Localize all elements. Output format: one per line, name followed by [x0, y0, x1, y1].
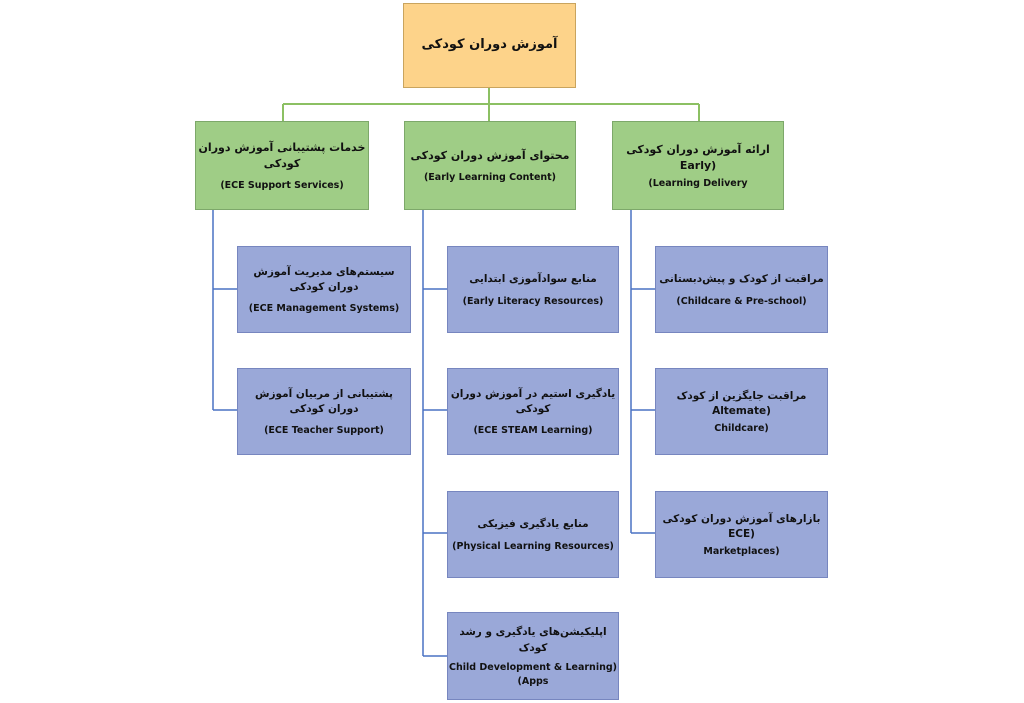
node-label-en: Childcare) [714, 423, 769, 435]
node-label-fa: پشتیبانی از مربیان آموزش دوران کودکی [255, 387, 393, 415]
node-label-fa: منابع یادگیری فیزیکی [477, 518, 589, 531]
node-label-en: (Early Literacy Resources) [462, 295, 604, 307]
node-ece-teacher-support: پشتیبانی از مربیان آموزش دوران کودکی (EC… [237, 368, 411, 455]
node-label-en: (Learning Delivery [648, 177, 748, 189]
node-label-en: (Early Learning Content) [423, 171, 557, 183]
node-label-fa: بازارهای آموزش دوران کودکی (ECE [662, 512, 821, 540]
node-early-learning-content: محتوای آموزش دوران کودکی (Early Learning… [404, 121, 576, 210]
node-label-fa: مراقبت جایگزین از کودک (Altemate [676, 389, 807, 417]
node-label-en: (ECE Teacher Support) [264, 425, 384, 437]
root-node: آموزش دوران کودکی [403, 3, 576, 88]
node-label-fa: خدمات پشتیبانی آموزش دوران کودکی [198, 141, 366, 170]
node-label-fa: یادگیری استیم در آموزش دوران کودکی [450, 387, 616, 415]
node-physical-learning-resources: منابع یادگیری فیزیکی (Physical Learning … [447, 491, 619, 578]
node-ece-marketplaces: بازارهای آموزش دوران کودکی (ECE Marketpl… [655, 491, 828, 578]
node-learning-delivery: ارائه آموزش دوران کودکی (Early (Learning… [612, 121, 784, 210]
node-alternate-childcare: مراقبت جایگزین از کودک (Altemate Childca… [655, 368, 828, 455]
node-label-fa: مراقبت از کودک و پیش‌دبستانی [659, 273, 824, 286]
node-label-fa: محتوای آموزش دوران کودکی [410, 149, 570, 163]
node-label-fa: ارائه آموزش دوران کودکی (Early [626, 143, 770, 172]
node-label-en-2: (Apps [517, 675, 549, 687]
node-ece-steam-learning: یادگیری استیم در آموزش دوران کودکی (ECE … [447, 368, 619, 455]
node-label-en: (Physical Learning Resources) [452, 540, 614, 552]
node-label-en: (ECE Support Services) [220, 179, 344, 191]
node-label-fa: منابع سوادآموزی ابتدایی [469, 273, 597, 286]
node-ece-support-services: خدمات پشتیبانی آموزش دوران کودکی (ECE Su… [195, 121, 369, 210]
node-label-en: (ECE STEAM Learning) [473, 425, 593, 437]
node-childcare-preschool: مراقبت از کودک و پیش‌دبستانی (Childcare … [655, 246, 828, 333]
node-label-en: Marketplaces) [703, 546, 780, 558]
node-label-fa: اپلیکیشن‌های یادگیری و رشد کودک [459, 626, 607, 654]
node-label-en: Child Development & Learning) [449, 661, 617, 673]
node-early-literacy-resources: منابع سوادآموزی ابتدایی (Early Literacy … [447, 246, 619, 333]
node-label-fa: سیستم‌های مدیریت آموزش دوران کودکی [253, 265, 395, 293]
node-ece-management-systems: سیستم‌های مدیریت آموزش دوران کودکی (ECE … [237, 246, 411, 333]
node-label-en: (Childcare & Pre-school) [676, 295, 807, 307]
root-label: آموزش دوران کودکی [421, 37, 558, 53]
node-label-en: (ECE Management Systems) [248, 303, 400, 315]
node-child-development-apps: اپلیکیشن‌های یادگیری و رشد کودک Child De… [447, 612, 619, 700]
